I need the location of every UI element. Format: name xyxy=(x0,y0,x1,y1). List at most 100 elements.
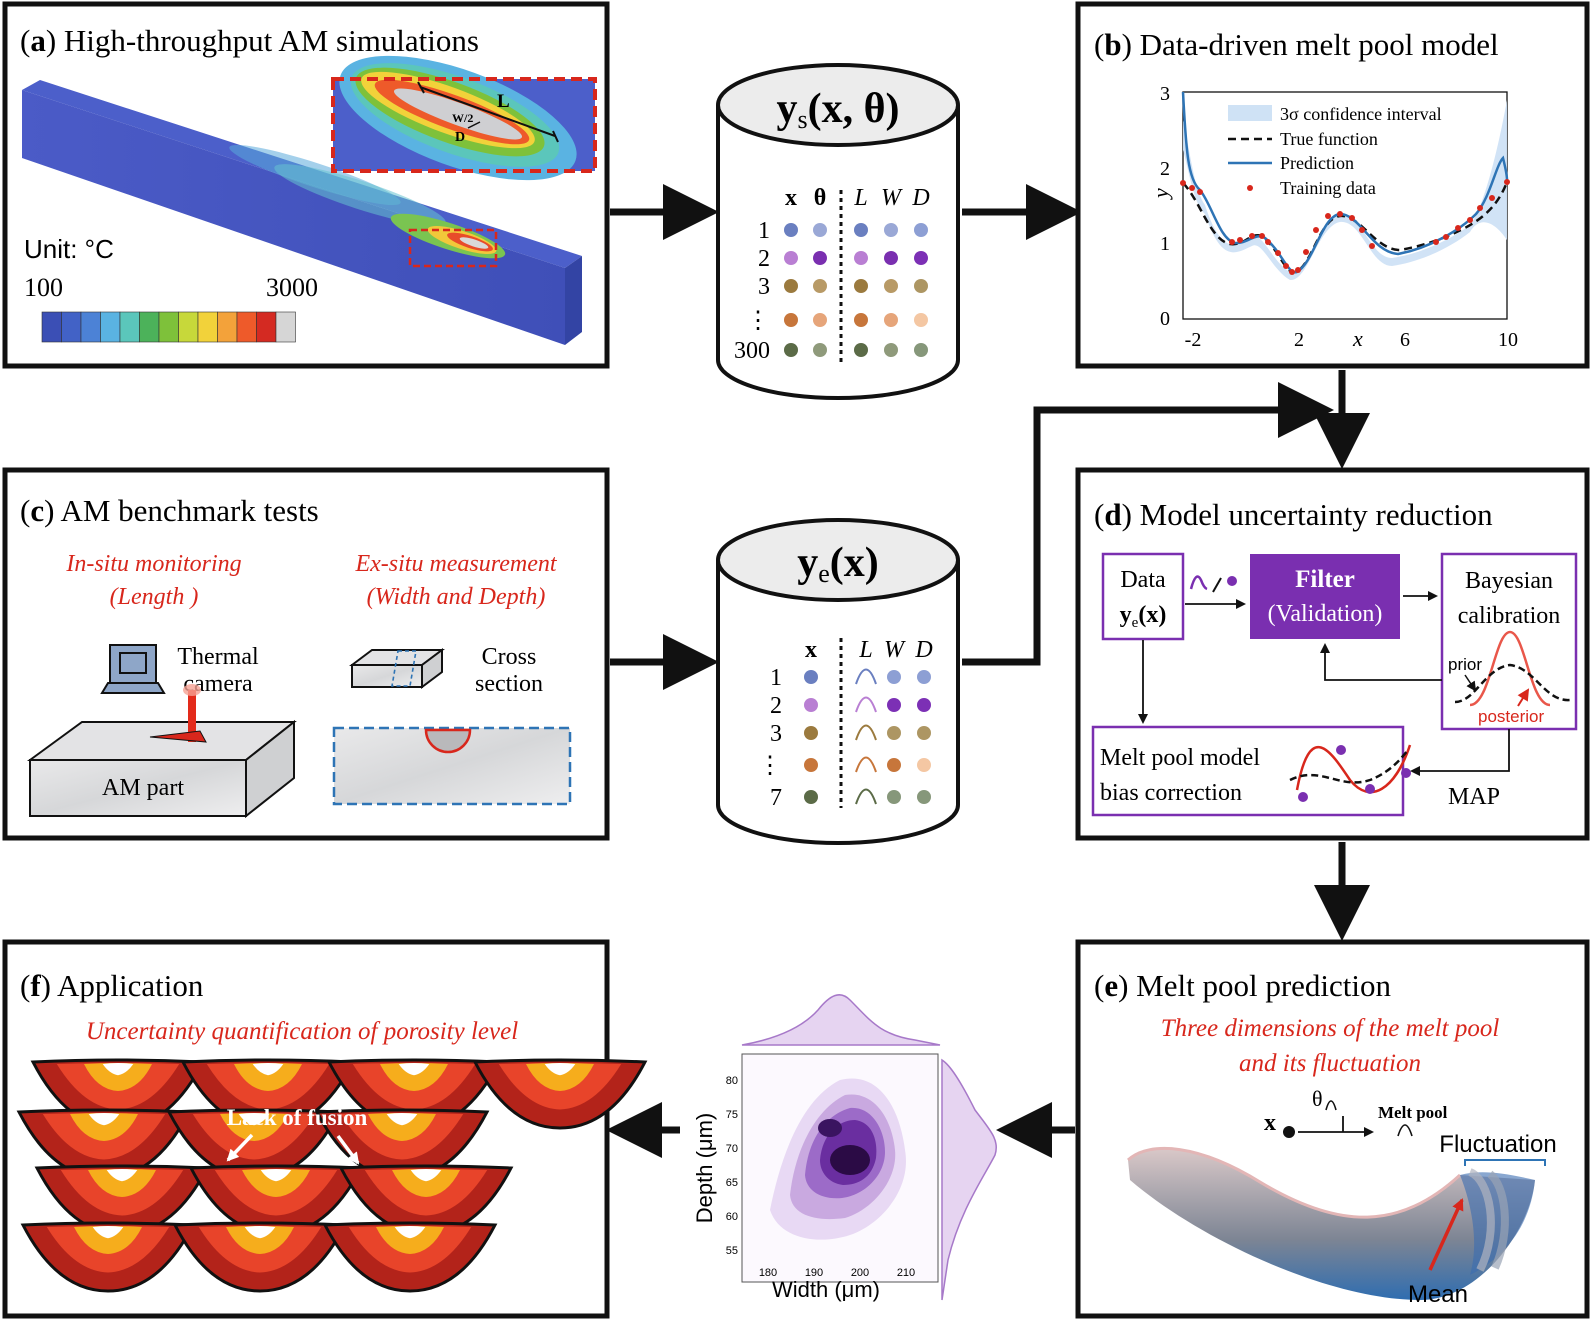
data-box-formula: ye(x) xyxy=(1120,602,1167,631)
db-sim-dot xyxy=(854,251,868,265)
db-sim-dot xyxy=(884,251,898,265)
b-ytick-0: 0 xyxy=(1160,308,1170,330)
colorbar-swatch xyxy=(119,311,140,343)
colorbar-swatch xyxy=(217,311,238,343)
database-experiment: ye(x) x L W D 123⋮7 xyxy=(716,518,960,845)
db-exp-row-index: ⋮ xyxy=(758,753,782,779)
db-sim-dot xyxy=(914,279,928,293)
db-exp-dot xyxy=(917,790,931,804)
db-exp-dot xyxy=(804,758,818,772)
colorbar-min: 100 xyxy=(24,273,63,302)
db-sim-dot xyxy=(914,223,928,237)
f-subtitle: Uncertainty quantification of porosity l… xyxy=(86,1018,518,1045)
db-exp-row-index: 3 xyxy=(770,721,782,747)
b-ytick-3: 3 xyxy=(1160,83,1170,105)
db-sim-dot xyxy=(784,313,798,327)
data-box xyxy=(1101,552,1185,641)
training-point xyxy=(1289,269,1295,275)
bayesian-box xyxy=(1440,552,1578,731)
training-point xyxy=(1467,217,1473,223)
e-x-label: x xyxy=(1264,1110,1276,1136)
training-point xyxy=(1237,237,1243,243)
panel-d: (d) Model uncertainty reduction Data ye(… xyxy=(1075,467,1590,841)
db-sim-row-index: 300 xyxy=(734,338,770,364)
legend-true: True function xyxy=(1280,129,1378,149)
inset-W2-label: W/2 xyxy=(452,111,473,125)
db-sim-row-index: ⋮ xyxy=(746,308,770,334)
db-exp-dot xyxy=(887,698,901,712)
e-sub-line2: and its fluctuation xyxy=(1239,1050,1421,1077)
panel-d-title: (d) Model uncertainty reduction xyxy=(1094,497,1493,532)
e-sub-line1: Three dimensions of the melt pool xyxy=(1161,1015,1500,1042)
db-sim-dot xyxy=(813,223,827,237)
melt-pool-label: Melt pool xyxy=(1378,1103,1448,1122)
db-exp-col-W: W xyxy=(884,637,906,663)
panel-f-title: (f) Application xyxy=(20,968,204,1003)
b-ytick-1: 1 xyxy=(1160,233,1170,255)
training-point xyxy=(1359,227,1365,233)
training-data-points xyxy=(1180,179,1510,275)
panel-b-title: (b) Data-driven melt pool model xyxy=(1094,27,1499,62)
db-exp-formula: ye(x) xyxy=(797,540,879,588)
training-point xyxy=(1443,234,1449,240)
colorbar-swatch xyxy=(197,311,218,343)
db-sim-dot xyxy=(813,343,827,357)
colorbar-swatch xyxy=(275,311,296,343)
db-sim-row-index: 1 xyxy=(758,218,770,244)
db-exp-dot xyxy=(887,790,901,804)
am-part-label: AM part xyxy=(102,775,184,801)
colorbar-swatch xyxy=(256,311,277,343)
panel-b-ylabel: y xyxy=(1148,188,1173,200)
db-sim-dot xyxy=(784,279,798,293)
exsitu-line1: Ex-situ measurement xyxy=(354,551,557,577)
e-theta-label: θ xyxy=(1312,1086,1323,1111)
fluctuation-label: Fluctuation xyxy=(1439,1131,1556,1158)
db-exp-dot xyxy=(804,790,818,804)
legend-prediction: Prediction xyxy=(1280,153,1354,173)
exsitu-line2: (Width and Depth) xyxy=(367,584,546,610)
joint-ytick: 55 xyxy=(726,1245,738,1257)
melt-pool-layers xyxy=(16,1058,648,1293)
training-point xyxy=(1504,179,1510,185)
db-sim-col-L: L xyxy=(853,185,867,211)
panel-b-frame xyxy=(1075,1,1590,369)
training-point xyxy=(1283,263,1289,269)
joint-xtick: 200 xyxy=(851,1267,869,1279)
db-sim-dot xyxy=(813,313,827,327)
db-sim-dot xyxy=(854,313,868,327)
melt-pool-scale xyxy=(322,1221,498,1293)
joint-ylabel: Depth (μm) xyxy=(692,1113,717,1223)
db-sim-rows: 123⋮300 xyxy=(734,218,928,364)
training-point xyxy=(1275,250,1281,256)
colorbar-swatch xyxy=(139,311,160,343)
db-exp-dot xyxy=(917,670,931,684)
melt-pool-scale xyxy=(338,1164,514,1236)
panel-e-title: (e) Melt pool prediction xyxy=(1094,968,1392,1003)
db-exp-dot xyxy=(804,698,818,712)
db-sim-dot xyxy=(884,313,898,327)
arrow-dbexp-to-d xyxy=(962,382,1334,666)
simulation-bar xyxy=(22,80,582,345)
panel-e: (e) Melt pool prediction Three dimension… xyxy=(1075,939,1590,1319)
db-exp-dot xyxy=(917,758,931,772)
melt-pool-inset: L W/2 D xyxy=(331,55,597,181)
colorbar-swatch xyxy=(178,311,199,343)
db-sim-dot xyxy=(914,343,928,357)
bayes-line2: calibration xyxy=(1458,603,1561,629)
legend-training: Training data xyxy=(1280,178,1376,198)
training-point xyxy=(1259,233,1265,239)
db-exp-dot xyxy=(804,726,818,740)
melt-pool-scale xyxy=(188,1164,364,1236)
cross-line1: Cross xyxy=(482,644,537,670)
joint-ytick: 75 xyxy=(726,1109,738,1121)
db-exp-length-curve xyxy=(855,668,877,685)
b-xtick-0: -2 xyxy=(1185,329,1202,351)
zoom-box xyxy=(408,228,498,268)
melt-pool-scale xyxy=(166,1108,342,1180)
joint-xtick: 190 xyxy=(805,1267,823,1279)
training-point xyxy=(1303,249,1309,255)
prior-label: prior xyxy=(1448,655,1482,674)
db-exp-dot xyxy=(887,726,901,740)
